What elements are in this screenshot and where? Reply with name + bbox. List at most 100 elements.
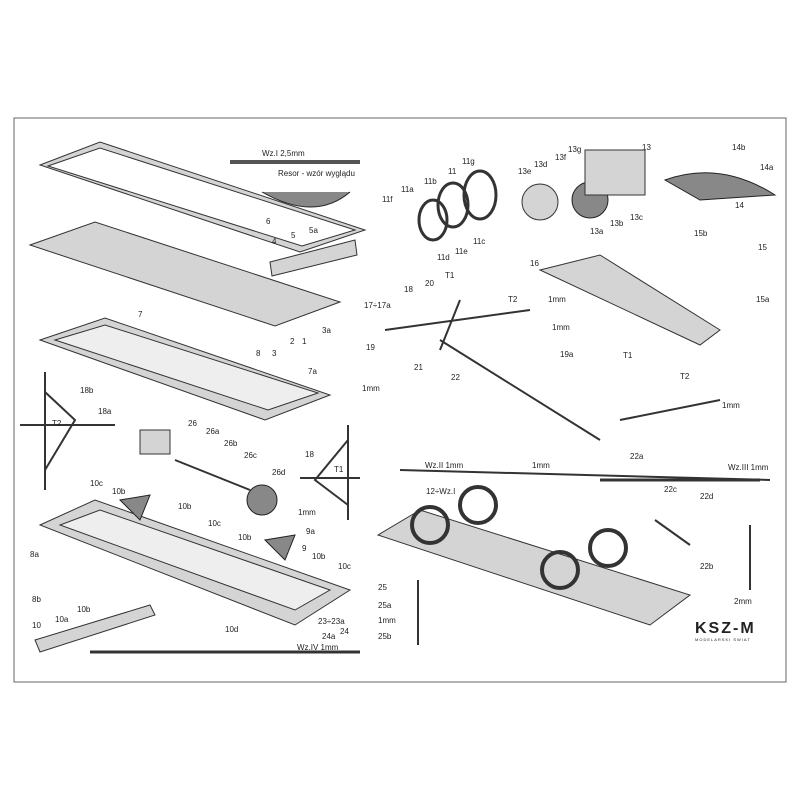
label: 1 bbox=[302, 337, 307, 346]
label: 10b bbox=[238, 533, 252, 542]
label: 26c bbox=[244, 451, 257, 460]
label: 18a bbox=[98, 407, 112, 416]
label: 26d bbox=[272, 468, 285, 477]
label: 22b bbox=[700, 562, 714, 571]
label: 2mm bbox=[734, 597, 752, 606]
wire-wz1 bbox=[230, 160, 360, 164]
label: 13g bbox=[568, 145, 581, 154]
label: 13b bbox=[610, 219, 624, 228]
label: 13 bbox=[642, 143, 651, 152]
label: 1mm bbox=[298, 508, 316, 517]
label: 13f bbox=[555, 153, 567, 162]
label: 10c bbox=[90, 479, 103, 488]
label: 3a bbox=[322, 326, 331, 335]
label: T2 bbox=[52, 419, 62, 428]
label: 25 bbox=[378, 583, 387, 592]
brand-logo: KSZ-M bbox=[695, 620, 756, 637]
label: 15b bbox=[694, 229, 708, 238]
label: 19a bbox=[560, 350, 574, 359]
label: 9 bbox=[302, 544, 307, 553]
label: T2 bbox=[508, 295, 518, 304]
part-26 bbox=[139, 429, 171, 455]
part-13 bbox=[584, 149, 646, 196]
label: 23÷23a bbox=[318, 617, 345, 626]
label: 10d bbox=[225, 625, 238, 634]
label: 9a bbox=[306, 527, 315, 536]
label: 1mm bbox=[722, 401, 740, 410]
label: 25a bbox=[378, 601, 392, 610]
part-22 bbox=[654, 519, 751, 590]
label: 21 bbox=[414, 363, 423, 372]
label: 25b bbox=[378, 632, 392, 641]
label: Wz.I 2,5mm bbox=[262, 149, 305, 158]
label: 26 bbox=[188, 419, 197, 428]
label: Wz.III 1mm bbox=[728, 463, 769, 472]
label: 17÷17a bbox=[364, 301, 391, 310]
label: 22c bbox=[664, 485, 677, 494]
label: 24 bbox=[340, 627, 349, 636]
label: 11e bbox=[455, 247, 468, 256]
label: 10 bbox=[32, 621, 41, 630]
label: 1mm bbox=[378, 616, 396, 625]
label: 1mm bbox=[548, 295, 566, 304]
label: 22d bbox=[700, 492, 713, 501]
label: 10c bbox=[208, 519, 221, 528]
label: Resor - wzór wyglądu bbox=[278, 169, 355, 178]
label: 8 bbox=[256, 349, 261, 358]
label: 22 bbox=[451, 373, 460, 382]
label: 10a bbox=[55, 615, 69, 624]
spring-sample bbox=[261, 191, 351, 208]
label: 11d bbox=[437, 253, 450, 262]
part-5 bbox=[269, 239, 358, 277]
label: 22a bbox=[630, 452, 644, 461]
label: 13c bbox=[630, 213, 643, 222]
label: 1mm bbox=[362, 384, 380, 393]
label: 3 bbox=[272, 349, 277, 358]
label: 1mm bbox=[532, 461, 550, 470]
label: 14a bbox=[760, 163, 774, 172]
label: 2 bbox=[290, 337, 295, 346]
label: 20 bbox=[425, 279, 434, 288]
label: 10b bbox=[77, 605, 91, 614]
label: 11 bbox=[448, 167, 457, 176]
label: 15a bbox=[756, 295, 770, 304]
label: 10b bbox=[112, 487, 126, 496]
part-10 bbox=[34, 604, 156, 653]
label: 26b bbox=[224, 439, 238, 448]
label: 11a bbox=[401, 185, 414, 194]
label: 1mm bbox=[552, 323, 570, 332]
label: T1 bbox=[445, 271, 455, 280]
label: 12÷Wz.I bbox=[426, 487, 455, 496]
part-18 bbox=[300, 425, 360, 520]
label: T1 bbox=[623, 351, 633, 360]
brake-rods bbox=[384, 299, 771, 481]
label: 8a bbox=[30, 550, 39, 559]
axlebox-16 bbox=[538, 254, 721, 346]
part-26d bbox=[246, 484, 278, 516]
label: T1 bbox=[334, 465, 344, 474]
label: Wz.IV 1mm bbox=[297, 643, 339, 652]
part-13e bbox=[521, 183, 559, 221]
chassis-right bbox=[376, 509, 692, 626]
label: 26a bbox=[206, 427, 220, 436]
label: 6 bbox=[266, 217, 271, 226]
part-18b bbox=[20, 372, 115, 490]
label: 15 bbox=[758, 243, 767, 252]
label: Wz.II 1mm bbox=[425, 461, 464, 470]
label: 11g bbox=[462, 157, 475, 166]
label: 7a bbox=[308, 367, 317, 376]
label: 16 bbox=[530, 259, 539, 268]
wheelset bbox=[410, 485, 628, 590]
label: 13e bbox=[518, 167, 532, 176]
label: 11f bbox=[382, 195, 393, 204]
frame-part-6 bbox=[38, 141, 367, 253]
label: 18 bbox=[404, 285, 413, 294]
label: 24a bbox=[322, 632, 336, 641]
label: 5 bbox=[291, 231, 296, 240]
label: 4 bbox=[272, 237, 277, 246]
label: 14 bbox=[735, 201, 744, 210]
label: 18 bbox=[305, 450, 314, 459]
label: 13a bbox=[590, 227, 604, 236]
brand-subtitle: MODELARSKI ŚWIAT bbox=[695, 637, 751, 642]
